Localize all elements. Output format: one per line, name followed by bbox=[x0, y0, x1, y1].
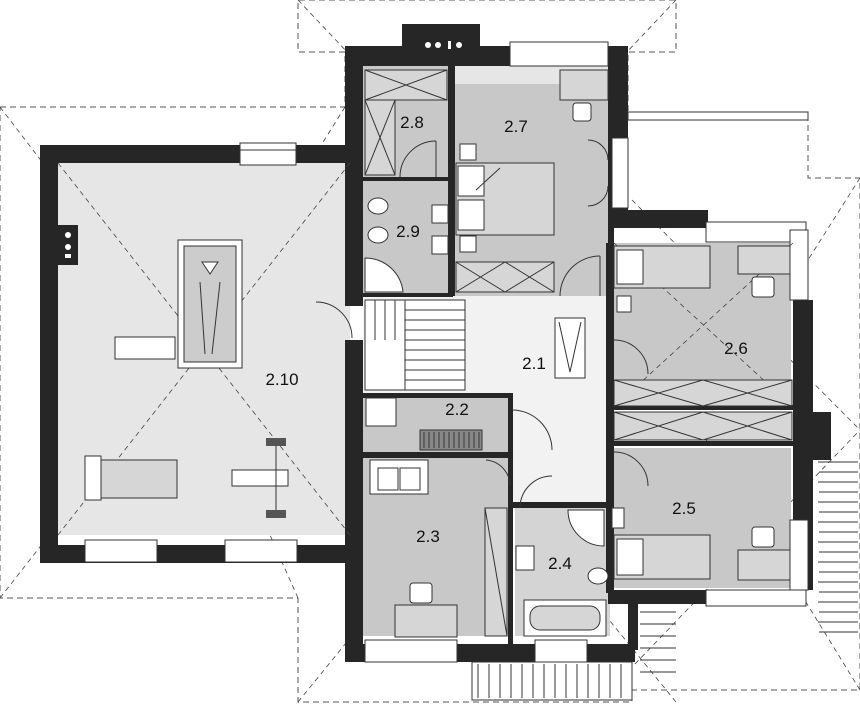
bed-icon bbox=[613, 245, 711, 289]
room-label-2-5: 2.5 bbox=[672, 499, 696, 518]
bed-icon bbox=[455, 162, 555, 236]
room-label-2-8: 2.8 bbox=[400, 113, 424, 132]
wardrobe-icon bbox=[455, 261, 555, 293]
room-2-6-interior bbox=[613, 242, 794, 408]
bed-icon bbox=[613, 534, 711, 580]
room-label-2-2: 2.2 bbox=[445, 400, 469, 419]
room-label-2-7: 2.7 bbox=[504, 117, 528, 136]
wardrobe-icon bbox=[613, 411, 793, 441]
chimney-icon bbox=[58, 41, 462, 265]
toilet-icon bbox=[587, 567, 609, 585]
billiard-table-icon bbox=[177, 239, 243, 369]
balcony bbox=[471, 111, 858, 701]
room-2-9-interior bbox=[364, 197, 449, 293]
weight-bench-icon bbox=[231, 438, 289, 518]
room-label-2-3: 2.3 bbox=[416, 527, 440, 546]
sofa-icon bbox=[369, 459, 429, 495]
room-2-7-interior bbox=[455, 69, 609, 297]
room-label-2-6: 2.6 bbox=[724, 339, 748, 358]
windows bbox=[84, 41, 809, 663]
room-label-2-1: 2.1 bbox=[522, 354, 546, 373]
chair-icon bbox=[751, 276, 775, 298]
room-2-5-interior bbox=[613, 411, 793, 581]
chair-icon bbox=[572, 102, 592, 122]
room-label-2-10: 2.10 bbox=[265, 370, 298, 389]
room-2-4-interior bbox=[515, 507, 625, 637]
bathtub-icon bbox=[523, 599, 607, 637]
room-2-2-interior bbox=[365, 397, 483, 451]
toilet-icon bbox=[367, 197, 389, 244]
staircase bbox=[315, 299, 649, 509]
treadmill-icon bbox=[84, 455, 178, 501]
room-2-10-interior bbox=[57, 162, 351, 536]
room-2-8-interior bbox=[364, 69, 448, 178]
shower-icon bbox=[567, 509, 605, 547]
shower-icon bbox=[364, 257, 404, 293]
sink-icon bbox=[431, 204, 449, 255]
room-labels: 2.1 2.2 2.3 2.4 2.5 2.6 2.7 2.8 2.9 2.10 bbox=[265, 113, 747, 573]
sink-icon bbox=[515, 545, 535, 571]
room-2-3-interior bbox=[369, 459, 511, 638]
room-label-2-9: 2.9 bbox=[396, 222, 420, 241]
room-label-2-4: 2.4 bbox=[548, 554, 572, 573]
chair-icon bbox=[751, 526, 775, 548]
radiator-icon bbox=[419, 429, 483, 451]
chair-icon bbox=[409, 582, 433, 604]
wardrobe-icon bbox=[613, 379, 793, 407]
